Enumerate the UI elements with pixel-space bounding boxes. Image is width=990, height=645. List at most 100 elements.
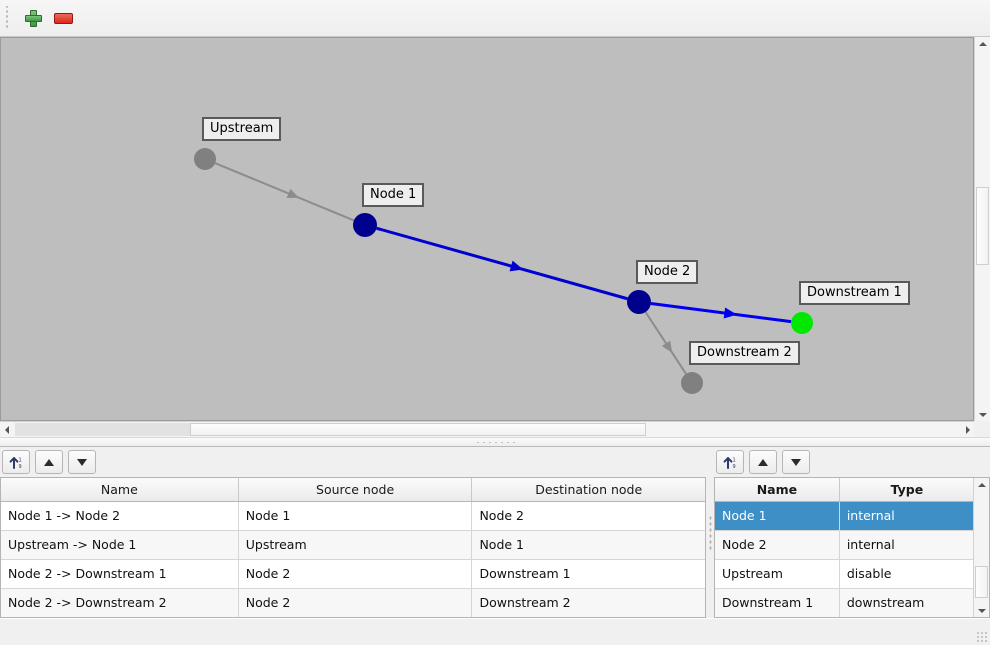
vertical-scroll-thumb[interactable]: [976, 187, 989, 265]
graph-vertical-scrollbar[interactable]: [974, 37, 990, 421]
sort-ascending-icon: 1 9: [723, 456, 735, 470]
arrow-up-icon: [44, 458, 54, 466]
nodes-move-up-button[interactable]: [749, 450, 777, 474]
scroll-up-button[interactable]: [975, 37, 990, 52]
nodes-vertical-scrollbar[interactable]: [973, 478, 989, 617]
scroll-up-button[interactable]: [974, 478, 989, 493]
nodes-move-down-button[interactable]: [782, 450, 810, 474]
splitter-grip-icon: [475, 440, 515, 444]
table-cell[interactable]: Node 1 -> Node 2: [1, 501, 239, 531]
scroll-down-button[interactable]: [975, 406, 990, 421]
table-cell[interactable]: Node 2: [471, 501, 705, 531]
table-cell[interactable]: Node 1: [471, 530, 705, 560]
edge-arrow-icon: [723, 307, 737, 319]
triangle-up-icon: [978, 41, 987, 46]
remove-node-button[interactable]: [48, 4, 78, 32]
graph-node-upstream[interactable]: [194, 148, 216, 170]
table-cell[interactable]: Node 2 -> Downstream 2: [1, 588, 239, 617]
graph-edge[interactable]: [376, 226, 628, 301]
table-cell[interactable]: downstream: [839, 588, 974, 617]
svg-text:1: 1: [18, 457, 21, 463]
column-header[interactable]: Type: [839, 478, 974, 502]
svg-text:1: 1: [732, 457, 735, 463]
table-cell[interactable]: Node 2: [715, 530, 840, 560]
column-header[interactable]: Source node: [238, 478, 473, 502]
triangle-down-icon: [977, 608, 986, 613]
table-cell[interactable]: Upstream: [715, 559, 840, 589]
node-label-upstream[interactable]: Upstream: [202, 117, 282, 141]
column-header[interactable]: Name: [1, 478, 239, 502]
graph-drawing: [194, 148, 813, 394]
table-cell[interactable]: disable: [839, 559, 974, 589]
table-cell[interactable]: Downstream 2: [471, 588, 705, 617]
triangle-right-icon: [965, 425, 970, 434]
scroll-left-button[interactable]: [0, 422, 15, 437]
main-toolbar: [0, 0, 990, 37]
node-label-node2[interactable]: Node 2: [636, 260, 699, 284]
graph-edge[interactable]: [644, 311, 687, 375]
graph-node-downstream1[interactable]: [791, 312, 813, 334]
table-cell[interactable]: Node 1: [715, 501, 840, 531]
column-header[interactable]: Name: [715, 478, 840, 502]
minus-icon: [53, 12, 73, 24]
table-cell[interactable]: Node 2 -> Downstream 1: [1, 559, 239, 589]
add-node-button[interactable]: [18, 4, 48, 32]
table-cell[interactable]: Downstream 1: [715, 588, 840, 617]
scroll-down-button[interactable]: [974, 602, 989, 617]
table-cell[interactable]: Node 2: [238, 559, 473, 589]
table-cell[interactable]: Upstream -> Node 1: [1, 530, 239, 560]
table-cell[interactable]: Node 2: [238, 588, 473, 617]
resize-grip-icon[interactable]: [976, 631, 988, 643]
horizontal-scroll-track[interactable]: [15, 423, 190, 436]
toolbar-drag-handle[interactable]: [4, 6, 12, 30]
nodes-toolbar: 1 9: [714, 447, 990, 477]
horizontal-splitter[interactable]: [0, 437, 990, 447]
graph-node-node2[interactable]: [627, 290, 651, 314]
table-cell[interactable]: Node 1: [238, 501, 473, 531]
vertical-scroll-thumb[interactable]: [975, 566, 988, 598]
graph-node-downstream2[interactable]: [681, 372, 703, 394]
horizontal-scroll-thumb[interactable]: [190, 423, 646, 436]
vertical-splitter[interactable]: [706, 447, 714, 618]
graph-edge[interactable]: [650, 302, 792, 324]
node-label-downstream1[interactable]: Downstream 1: [799, 281, 910, 305]
edge-arrow-icon: [509, 260, 524, 272]
svg-text:9: 9: [732, 464, 735, 470]
nodes-sort-button[interactable]: 1 9: [716, 450, 744, 474]
edges-move-down-button[interactable]: [68, 450, 96, 474]
scroll-right-button[interactable]: [959, 422, 974, 437]
node-label-downstream2[interactable]: Downstream 2: [689, 341, 800, 365]
table-cell[interactable]: Downstream 1: [471, 559, 705, 589]
node-label-node1[interactable]: Node 1: [362, 183, 425, 207]
edge-arrow-icon: [661, 340, 673, 353]
graph-horizontal-scrollbar[interactable]: [0, 421, 974, 437]
table-cell[interactable]: internal: [839, 501, 974, 531]
table-cell[interactable]: Upstream: [238, 530, 473, 560]
graph-node-node1[interactable]: [353, 213, 377, 237]
edges-move-up-button[interactable]: [35, 450, 63, 474]
column-header[interactable]: Destination node: [471, 478, 705, 502]
table-cell[interactable]: internal: [839, 530, 974, 560]
graph-edge[interactable]: [214, 162, 355, 222]
edges-sort-button[interactable]: 1 9: [2, 450, 30, 474]
